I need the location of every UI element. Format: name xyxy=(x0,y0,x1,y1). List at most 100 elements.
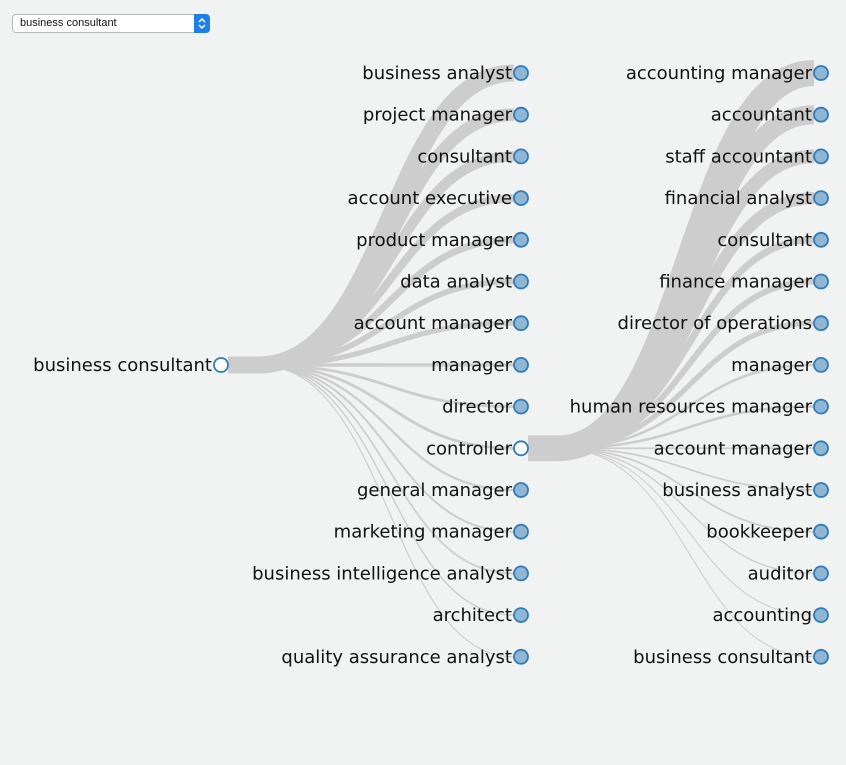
node-business-analyst[interactable]: business analyst xyxy=(362,63,529,84)
collapsed-node-circle[interactable] xyxy=(513,565,529,582)
node-general-manager[interactable]: general manager xyxy=(357,480,529,501)
node-account-manager[interactable]: account manager xyxy=(654,438,829,459)
node-consultant[interactable]: consultant xyxy=(717,230,829,251)
node-label: quality assurance analyst xyxy=(281,647,512,668)
node-label: bookkeeper xyxy=(706,522,812,543)
collapsed-node-circle[interactable] xyxy=(513,356,529,373)
node-label: financial analyst xyxy=(665,188,812,209)
node-director-of-operations[interactable]: director of operations xyxy=(618,313,829,334)
node-label: project manager xyxy=(363,105,513,126)
collapsed-node-circle[interactable] xyxy=(813,356,829,373)
node-label: manager xyxy=(731,355,813,376)
link-bookkeeper xyxy=(528,447,815,533)
node-marketing-manager[interactable]: marketing manager xyxy=(334,522,529,543)
node-director[interactable]: director xyxy=(442,397,529,418)
job-title-select-value: business consultant xyxy=(20,17,117,29)
node-consultant[interactable]: consultant xyxy=(417,146,529,167)
node-financial-analyst[interactable]: financial analyst xyxy=(665,188,829,209)
collapsed-node-circle[interactable] xyxy=(813,482,829,498)
collapsed-node-circle[interactable] xyxy=(813,65,829,81)
node-label: marketing manager xyxy=(334,522,513,543)
node-label: account executive xyxy=(348,188,512,209)
node-label: human resources manager xyxy=(570,397,813,418)
node-business-consultant[interactable]: business consultant xyxy=(633,647,829,668)
collapsed-node-circle[interactable] xyxy=(513,523,529,540)
node-label: general manager xyxy=(357,480,513,501)
collapsed-node-circle[interactable] xyxy=(813,648,829,665)
link-architect xyxy=(228,364,515,616)
expanded-node-circle[interactable] xyxy=(513,440,529,457)
node-label: business analyst xyxy=(362,63,512,84)
node-account-executive[interactable]: account executive xyxy=(348,188,529,209)
node-accounting-manager[interactable]: accounting manager xyxy=(626,63,829,84)
node-label: finance manager xyxy=(659,272,812,293)
node-accountant[interactable]: accountant xyxy=(711,105,829,126)
collapsed-node-circle[interactable] xyxy=(813,315,829,332)
node-architect[interactable]: architect xyxy=(433,605,529,626)
node-label: staff accountant xyxy=(665,146,812,167)
node-manager[interactable]: manager xyxy=(731,355,829,376)
node-label: business consultant xyxy=(633,647,812,668)
node-label: consultant xyxy=(417,146,512,167)
collapsed-node-circle[interactable] xyxy=(513,65,529,81)
collapsed-node-circle[interactable] xyxy=(813,523,829,540)
node-staff-accountant[interactable]: staff accountant xyxy=(665,146,829,167)
node-manager[interactable]: manager xyxy=(431,355,529,376)
collapsed-node-circle[interactable] xyxy=(813,148,829,165)
collapsed-node-circle[interactable] xyxy=(513,648,529,665)
collapsed-node-circle[interactable] xyxy=(813,190,829,207)
node-business-consultant[interactable]: business consultant xyxy=(33,355,229,376)
collapsed-node-circle[interactable] xyxy=(813,440,829,457)
node-label: consultant xyxy=(717,230,812,251)
link-auditor xyxy=(528,447,815,575)
node-label: auditor xyxy=(748,563,813,584)
node-business-intelligence-analyst[interactable]: business intelligence analyst xyxy=(252,563,529,584)
node-quality-assurance-analyst[interactable]: quality assurance analyst xyxy=(281,647,529,668)
node-label: accounting xyxy=(712,605,812,626)
node-label: architect xyxy=(433,605,512,626)
node-product-manager[interactable]: product manager xyxy=(356,230,529,251)
node-auditor[interactable]: auditor xyxy=(748,563,829,584)
chevron-updown-icon[interactable] xyxy=(194,14,210,33)
node-label: account manager xyxy=(654,438,813,459)
collapsed-node-circle[interactable] xyxy=(813,565,829,582)
collapsed-node-circle[interactable] xyxy=(513,190,529,207)
collapsed-node-circle[interactable] xyxy=(513,148,529,165)
collapsed-node-circle[interactable] xyxy=(813,273,829,290)
node-label: data analyst xyxy=(400,272,512,293)
node-accounting[interactable]: accounting xyxy=(712,605,829,626)
node-label: business analyst xyxy=(662,480,812,501)
link-accounting xyxy=(528,447,815,616)
collapsed-node-circle[interactable] xyxy=(513,315,529,332)
link-business-intelligence-analyst xyxy=(228,364,515,575)
collapsed-node-circle[interactable] xyxy=(813,607,829,623)
node-label: director xyxy=(442,397,512,418)
node-data-analyst[interactable]: data analyst xyxy=(400,272,529,293)
node-project-manager[interactable]: project manager xyxy=(363,105,529,126)
collapsed-node-circle[interactable] xyxy=(513,273,529,290)
node-controller[interactable]: controller xyxy=(426,438,529,459)
node-human-resources-manager[interactable]: human resources manager xyxy=(570,397,829,418)
collapsed-node-circle[interactable] xyxy=(813,231,829,248)
collapsed-node-circle[interactable] xyxy=(813,398,829,415)
collapsed-node-circle[interactable] xyxy=(513,398,529,415)
expanded-node-circle[interactable] xyxy=(213,357,229,373)
collapsed-node-circle[interactable] xyxy=(513,231,529,248)
collapsed-node-circle[interactable] xyxy=(513,482,529,498)
node-business-analyst[interactable]: business analyst xyxy=(662,480,829,501)
node-label: director of operations xyxy=(618,313,812,334)
collapsed-node-circle[interactable] xyxy=(813,106,829,123)
node-bookkeeper[interactable]: bookkeeper xyxy=(706,522,829,543)
node-account-manager[interactable]: account manager xyxy=(354,313,529,334)
node-label: business intelligence analyst xyxy=(252,563,512,584)
collapsed-node-circle[interactable] xyxy=(513,607,529,623)
node-label: product manager xyxy=(356,230,512,251)
link-quality-assurance-analyst xyxy=(228,364,515,658)
node-label: accountant xyxy=(711,105,812,126)
collapsed-node-circle[interactable] xyxy=(513,106,529,123)
link-business-consultant xyxy=(528,447,815,658)
node-finance-manager[interactable]: finance manager xyxy=(659,272,829,293)
job-title-select[interactable]: business consultant xyxy=(12,14,210,33)
